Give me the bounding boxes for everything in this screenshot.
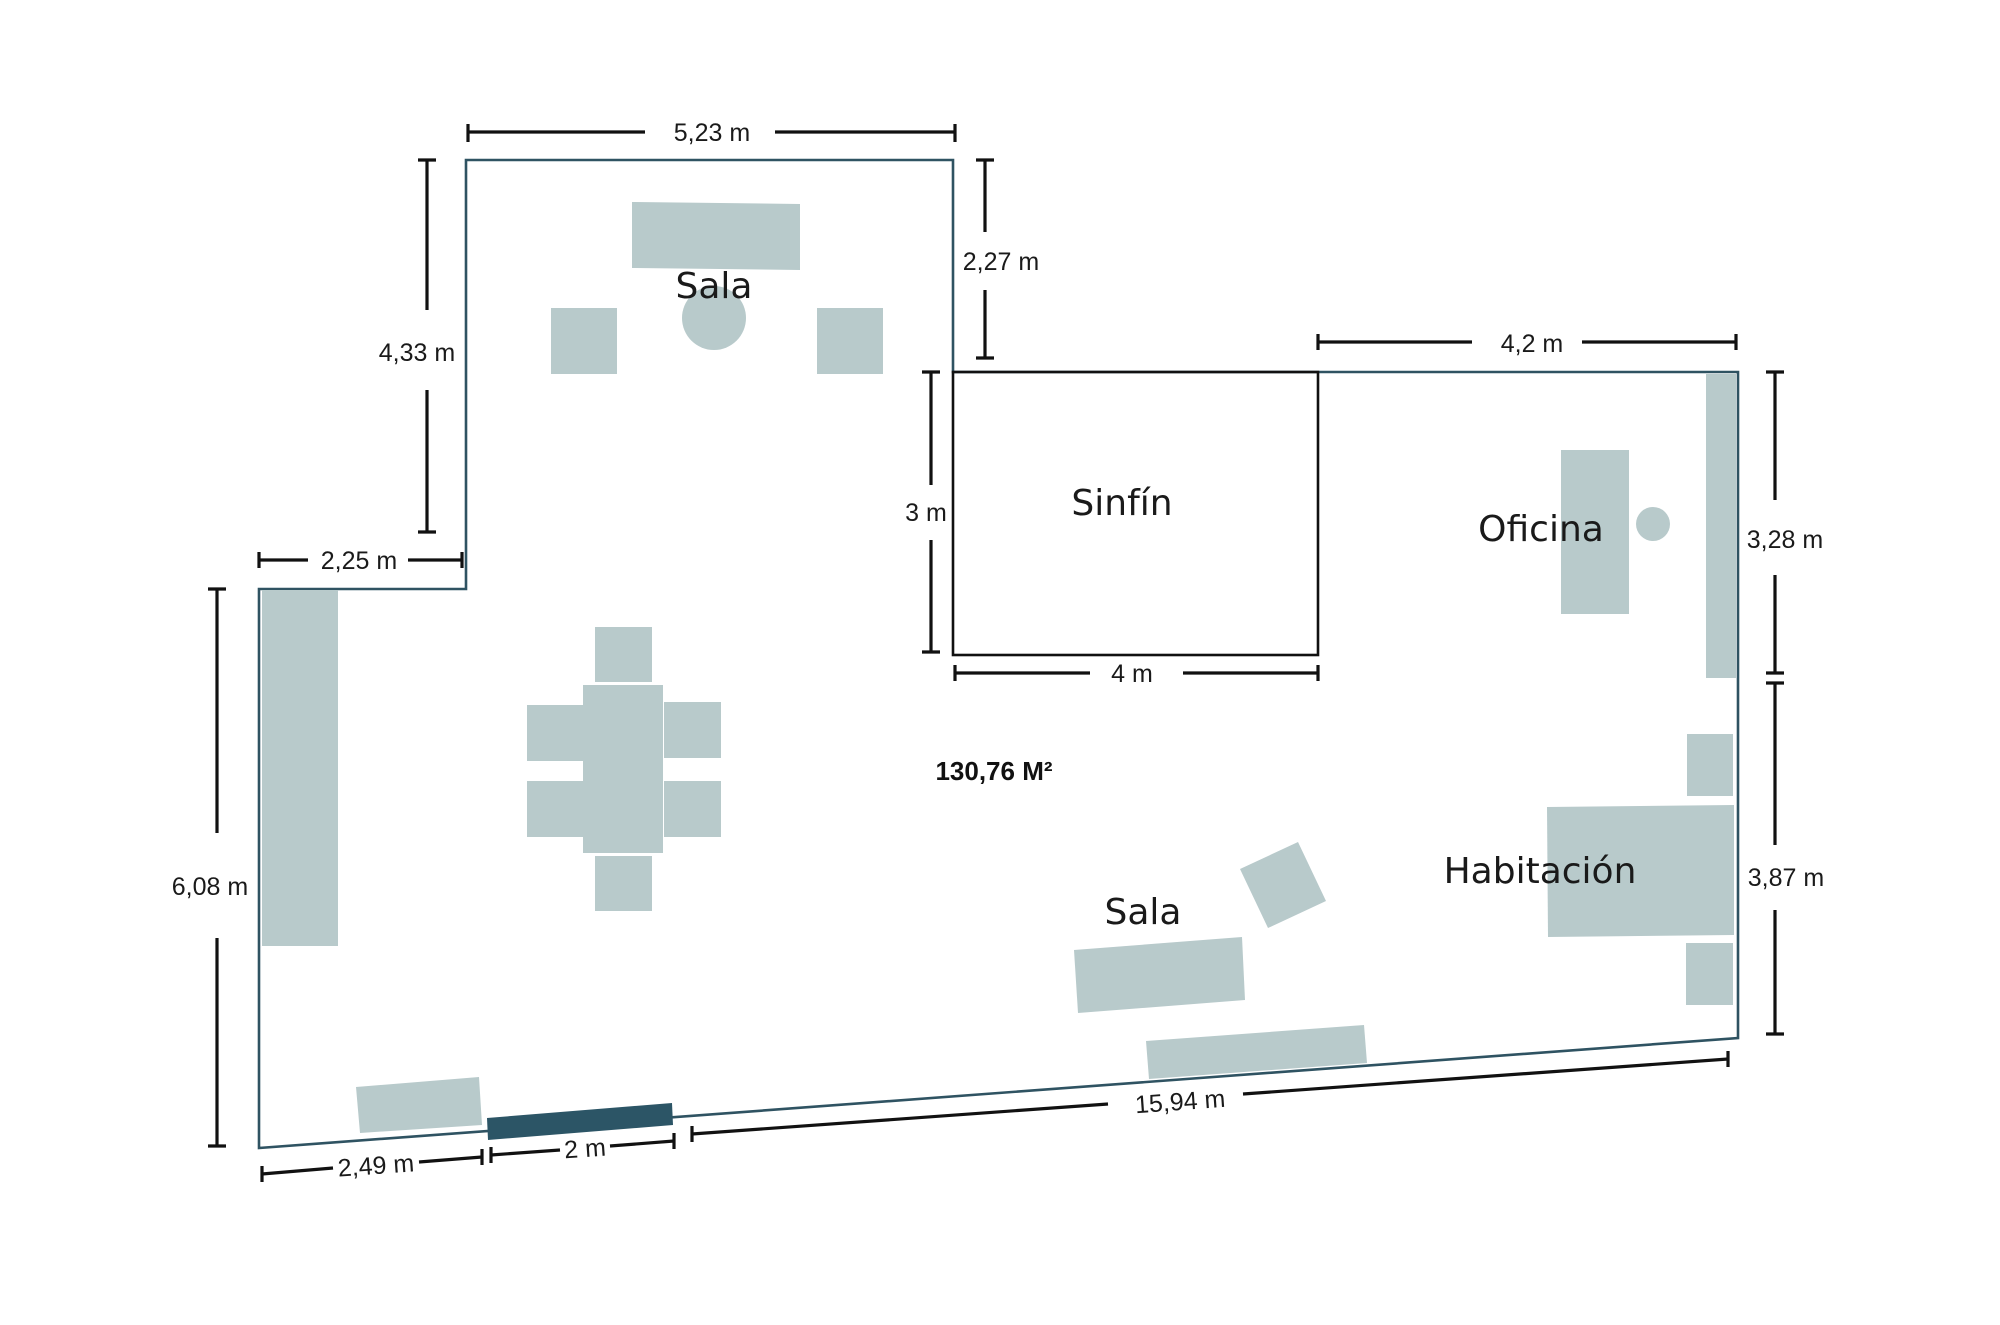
- dim-label-right-upper-height: 3,28 m: [1747, 526, 1823, 554]
- office-shelf: [1706, 374, 1736, 678]
- dim-label-sinfin-width: 4 m: [1111, 660, 1153, 688]
- dining-chair-left-2: [527, 781, 583, 837]
- dimension-right-top-width: 4,2 m: [1316, 330, 1738, 358]
- tv-console: [1146, 1025, 1367, 1079]
- nightstand-bottom: [1686, 943, 1733, 1005]
- armchair-right: [817, 308, 883, 374]
- dimension-sinfin-width: 4 m: [953, 660, 1320, 688]
- office-chair: [1636, 507, 1670, 541]
- entrance-door: [487, 1103, 673, 1140]
- dimension-left-upper-height: 4,33 m: [379, 158, 455, 534]
- dim-label-door-width: 2 m: [563, 1134, 607, 1165]
- dimension-bottom-left: 2,49 m: [260, 1149, 484, 1183]
- office-desk: [1561, 450, 1629, 614]
- dimension-bottom-long: 15,94 m: [690, 1051, 1730, 1142]
- dim-label-left-lower-height: 6,08 m: [172, 873, 248, 901]
- dim-label-left-step-width: 2,25 m: [321, 547, 397, 575]
- dim-label-top-width: 5,23 m: [674, 119, 750, 147]
- dim-label-step-gap: 2,27 m: [963, 248, 1039, 276]
- room-label-habitacion: Habitación: [1444, 851, 1637, 892]
- dining-chair-left-1: [527, 705, 583, 761]
- dim-label-bottom-long: 15,94 m: [1134, 1085, 1226, 1119]
- nightstand-top: [1687, 734, 1733, 796]
- bottom-left-bench: [356, 1077, 482, 1133]
- dimension-right-lower-height: 3,87 m: [1748, 681, 1824, 1036]
- dimension-step-gap: 2,27 m: [963, 158, 1039, 360]
- armchair-rotated: [1240, 842, 1326, 928]
- dim-label-bottom-left: 2,49 m: [337, 1149, 415, 1182]
- dimension-left-lower-height: 6,08 m: [172, 587, 248, 1148]
- dimension-door-width: 2 m: [489, 1133, 676, 1165]
- total-area: 130,76 M²: [935, 756, 1052, 786]
- room-label-sinfin: Sinfín: [1071, 483, 1172, 524]
- bed: [1547, 805, 1734, 937]
- dim-label-right-top-width: 4,2 m: [1501, 330, 1564, 358]
- dimension-top-width: 5,23 m: [466, 119, 957, 147]
- dining-chair-right-2: [664, 781, 721, 837]
- room-label-sala-top: Sala: [676, 266, 753, 307]
- sinfin-room-wall: [951, 370, 1320, 657]
- dimension-right-upper-height: 3,28 m: [1747, 370, 1823, 675]
- left-cabinet: [262, 590, 338, 946]
- sofa-top: [632, 202, 800, 270]
- sofa-bottom: [1074, 937, 1245, 1013]
- dining-chair-bottom: [595, 856, 652, 911]
- dining-chair-top: [595, 627, 652, 682]
- dimension-left-step-width: 2,25 m: [257, 547, 464, 575]
- dining-chair-right-1: [664, 702, 721, 758]
- dim-label-sinfin-height: 3 m: [905, 499, 947, 527]
- room-label-oficina: Oficina: [1478, 509, 1604, 550]
- armchair-left: [551, 308, 617, 374]
- dim-label-left-upper-height: 4,33 m: [379, 339, 455, 367]
- outer-wall: [257, 158, 1740, 1150]
- dimension-sinfin-height: 3 m: [905, 370, 947, 654]
- room-label-sala-bottom: Sala: [1105, 892, 1182, 933]
- dining-table: [583, 685, 663, 853]
- coffee-table-round: [682, 286, 746, 350]
- dim-label-right-lower-height: 3,87 m: [1748, 864, 1824, 892]
